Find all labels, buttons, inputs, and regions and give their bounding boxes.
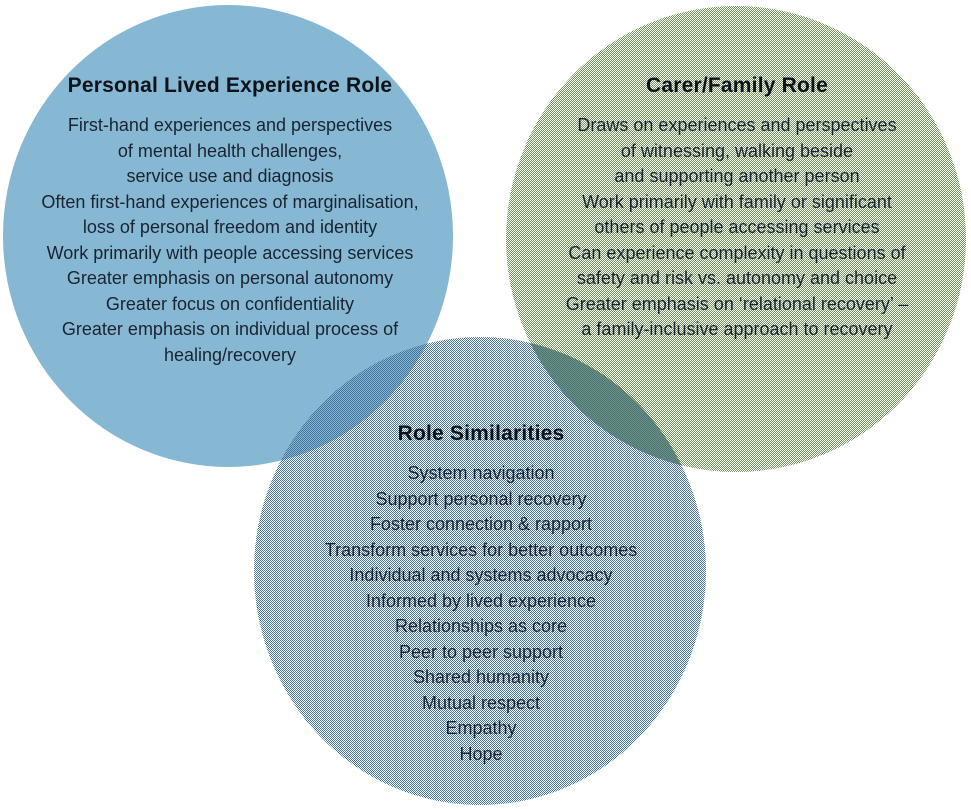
text-line: safety and risk vs. autonomy and choice bbox=[576, 268, 898, 288]
text-line: healing/recovery bbox=[163, 344, 297, 365]
text-line: Foster connection & rapport bbox=[369, 514, 593, 534]
personal-lived-experience-title: Personal Lived Experience Role bbox=[67, 74, 393, 97]
text-line: Often first-hand experiences of marginal… bbox=[41, 191, 419, 212]
text-line: Empathy bbox=[445, 718, 517, 738]
text-line: of mental health challenges, bbox=[117, 140, 343, 161]
carer-family-body: Draws on experiences and perspectives of … bbox=[511, 113, 963, 343]
role-similarities-title: Role Similarities bbox=[397, 422, 565, 445]
personal-lived-experience-text: Personal Lived Experience Role First-han… bbox=[5, 74, 455, 368]
text-line: Draws on experiences and perspectives bbox=[577, 115, 897, 135]
text-line: others of people accessing services bbox=[594, 217, 880, 237]
text-line: service use and diagnosis bbox=[126, 166, 334, 186]
text-line: Can experience complexity in questions o… bbox=[568, 242, 906, 263]
text-line: Relationships as core bbox=[394, 616, 568, 636]
text-line: Greater emphasis on ‘relational recovery… bbox=[565, 293, 909, 314]
text-line: Greater emphasis on individual process o… bbox=[61, 319, 399, 339]
text-line: First-hand experiences and perspectives bbox=[67, 115, 393, 135]
text-line: Work primarily with people accessing ser… bbox=[46, 242, 414, 263]
carer-family-title: Carer/Family Role bbox=[646, 74, 828, 97]
text-line: Support personal recovery bbox=[375, 488, 587, 509]
text-line: Greater focus on confidentiality bbox=[105, 293, 355, 314]
text-line: System navigation bbox=[407, 463, 555, 483]
text-line: Transform services for better outcomes bbox=[324, 539, 638, 560]
text-line: Peer to peer support bbox=[398, 641, 564, 662]
text-line: Informed by lived experience bbox=[365, 590, 597, 611]
text-line: Greater emphasis on personal autonomy bbox=[66, 268, 394, 288]
text-line: loss of personal freedom and identity bbox=[82, 217, 378, 237]
text-line: Mutual respect bbox=[421, 692, 541, 713]
text-line: Hope bbox=[459, 743, 503, 764]
text-line: Shared humanity bbox=[412, 667, 550, 687]
role-similarities-circle-shape bbox=[254, 337, 706, 805]
personal-lived-experience-body: First-hand experiences and perspectives o… bbox=[5, 113, 455, 368]
text-line: Work primarily with family or significan… bbox=[582, 191, 892, 212]
text-line: and supporting another person bbox=[614, 166, 860, 186]
text-line: a family-inclusive approach to recovery bbox=[581, 319, 893, 339]
text-line: of witnessing, walking beside bbox=[620, 140, 854, 161]
text-line: Individual and systems advocacy bbox=[349, 565, 613, 585]
carer-family-text: Carer/Family Role Draws on experiences a… bbox=[511, 74, 963, 343]
